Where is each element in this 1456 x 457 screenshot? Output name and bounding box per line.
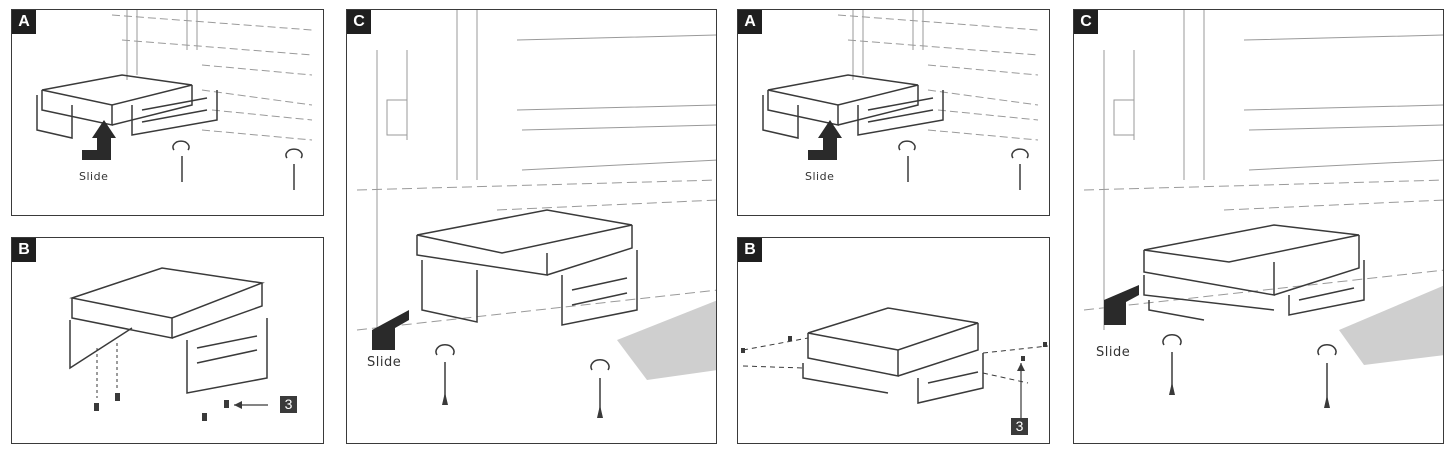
screw-callout: 3 [1011,418,1028,435]
slide-caption: Slide [367,355,402,370]
step-b-panel-right: B 3 [737,237,1050,444]
slide-caption: Slide [805,170,835,183]
step-label-a: A [738,10,762,34]
step-a-panel-right: A Slide [737,9,1050,216]
screw-callout: 3 [280,396,297,413]
step-label-b: B [738,238,762,262]
step-a-panel-left: A Slide [11,9,324,216]
step-b-panel-left: B 3 [11,237,324,444]
step-label-c: C [347,10,371,34]
step-label-b: B [12,238,36,262]
step-c-panel-right: C Slide [1073,9,1444,444]
step-c-illustration [1083,10,1443,408]
slide-caption: Slide [79,170,109,183]
step-a-illustration [36,10,313,190]
step-b-illustration [69,267,268,421]
slide-caption: Slide [1096,345,1131,360]
step-b-illustration [741,307,1049,420]
step-label-c: C [1074,10,1098,34]
step-label-a: A [12,10,36,34]
step-c-illustration [356,10,716,418]
step-a-illustration [762,10,1039,190]
step-c-panel-left: C Slide [346,9,717,444]
